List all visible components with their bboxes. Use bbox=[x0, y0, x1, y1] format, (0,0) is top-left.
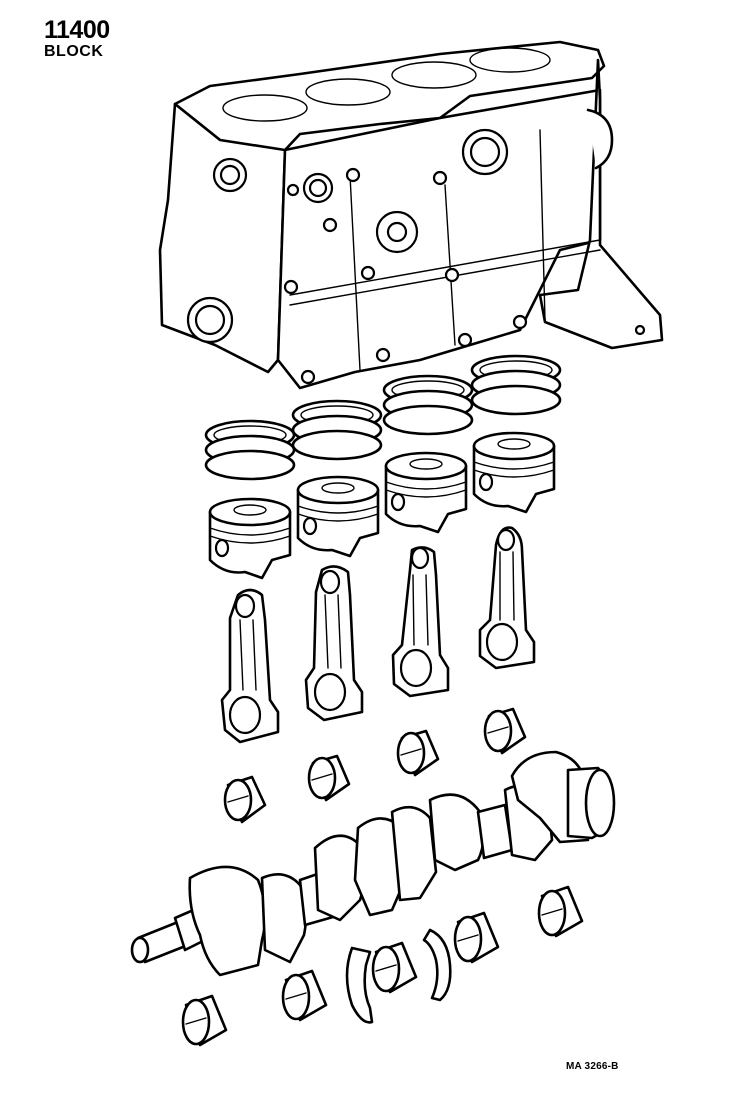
part-name: BLOCK bbox=[44, 43, 104, 60]
title-block: 11400 BLOCK bbox=[44, 18, 110, 60]
part-number: 11400 bbox=[44, 16, 110, 44]
connecting-rod-3 bbox=[391, 546, 450, 698]
rod-bearings[interactable] bbox=[223, 707, 527, 824]
piston-3 bbox=[384, 451, 468, 534]
figure-code: MA 3266-B bbox=[566, 1061, 619, 1072]
main-bearing-2 bbox=[281, 969, 328, 1022]
ring-set-3 bbox=[382, 374, 474, 436]
connecting-rod-4 bbox=[478, 526, 536, 670]
connecting-rods[interactable] bbox=[220, 526, 536, 744]
main-bearing-4 bbox=[453, 911, 500, 964]
rod-bearing-3 bbox=[396, 729, 440, 777]
rod-bearing-4 bbox=[483, 707, 527, 755]
ring-set-4 bbox=[470, 354, 562, 416]
rod-bearing-1 bbox=[223, 775, 267, 824]
piston-4 bbox=[472, 431, 556, 514]
rod-bearing-2 bbox=[307, 754, 351, 802]
crankshaft[interactable] bbox=[130, 750, 616, 977]
main-bearings[interactable] bbox=[181, 885, 584, 1047]
connecting-rod-2 bbox=[304, 565, 364, 722]
piston-2 bbox=[296, 475, 380, 558]
thrust-washer-2 bbox=[422, 928, 452, 1002]
main-bearing-1 bbox=[181, 994, 228, 1047]
connecting-rod-1 bbox=[220, 588, 280, 744]
cylinder-block[interactable] bbox=[158, 40, 664, 390]
ring-set-1 bbox=[204, 419, 296, 481]
ring-set-2 bbox=[291, 399, 383, 461]
main-bearing-5 bbox=[537, 885, 584, 938]
piston-rings[interactable] bbox=[204, 354, 562, 481]
pistons[interactable] bbox=[208, 431, 556, 580]
piston-1 bbox=[208, 497, 292, 580]
thrust-washers[interactable] bbox=[345, 928, 452, 1024]
main-bearing-3 bbox=[371, 941, 418, 994]
thrust-washer-1 bbox=[345, 946, 374, 1024]
